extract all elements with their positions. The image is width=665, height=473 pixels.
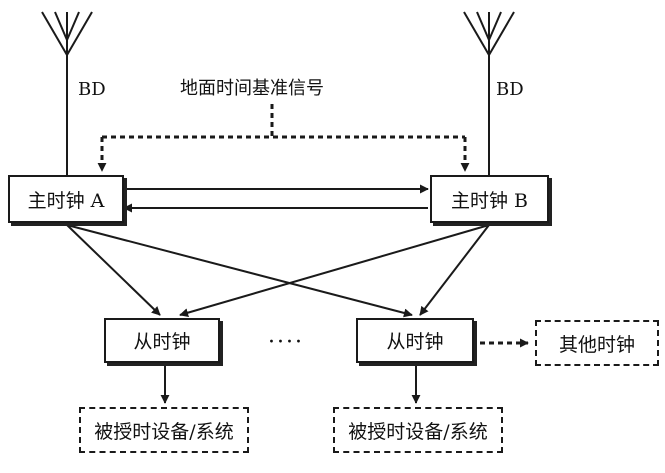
master-clock-a: 主时钟 A (8, 175, 124, 223)
link-master-b-to-slave-right (419, 224, 490, 316)
antenna-left-icon (41, 11, 93, 178)
slave-clock-right: 从时钟 (356, 318, 474, 363)
master-clock-b: 主时钟 B (430, 175, 549, 223)
ellipsis-label: ···· (268, 330, 304, 355)
ground-signal-connector (97, 104, 470, 172)
ground-signal-label: 地面时间基准信号 (180, 78, 324, 99)
antenna-right-label: BD (496, 79, 524, 100)
timed-device-left: 被授时设备/系统 (79, 407, 249, 453)
other-clocks-box: 其他时钟 (535, 320, 659, 366)
antenna-right-icon (463, 11, 515, 178)
antenna-left-label: BD (78, 79, 106, 100)
link-master-a-to-slave-left (66, 224, 161, 316)
slave-clock-left: 从时钟 (104, 318, 220, 363)
timed-device-right: 被授时设备/系统 (333, 407, 503, 453)
link-master-a-to-slave-right (66, 224, 413, 318)
link-master-b-to-slave-left (179, 224, 490, 318)
